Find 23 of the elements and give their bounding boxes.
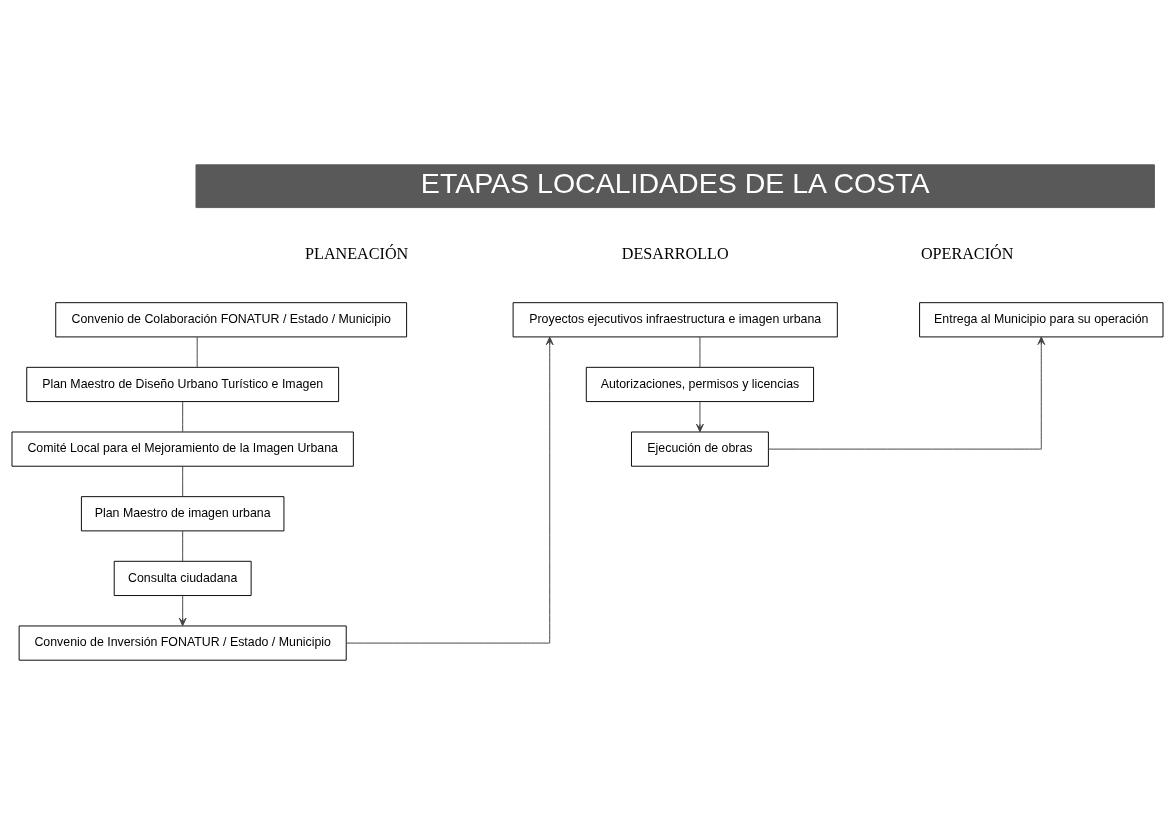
connector xyxy=(196,336,198,368)
connector xyxy=(182,465,184,497)
connector xyxy=(182,530,184,562)
connector xyxy=(182,401,184,433)
node-box: Convenio de Colaboración FONATUR / Estado / Municipio xyxy=(55,302,408,338)
node-box: Ejecución de obras xyxy=(631,431,769,467)
label: PLANEACIÓN xyxy=(305,245,409,263)
node-box: Plan Maestro de imagen urbana xyxy=(80,496,285,532)
node-box: Convenio de Inversión FONATUR / Estado / Municipio xyxy=(18,625,347,661)
node-box: Consulta ciudadana xyxy=(113,560,252,596)
node-box: Comité Local para el Mejoramiento de la Imagen Urbana xyxy=(11,431,354,467)
label: OPERACIÓN xyxy=(920,245,1014,263)
node-box: Autorizaciones, permisos y licencias xyxy=(585,366,815,403)
arrow xyxy=(178,595,187,627)
arrow xyxy=(696,401,704,433)
diagram-title: ETAPAS LOCALIDADES DE LA COSTA xyxy=(420,167,930,200)
connector xyxy=(699,336,701,368)
node-box: Entrega al Municipio para su operación xyxy=(919,302,1164,338)
label: DESARROLLO xyxy=(621,245,729,263)
node-box: Proyectos ejecutivos infraestructura e imagen urbana xyxy=(512,302,838,338)
node-box: Plan Maestro de Diseño Urbano Turístico e Imagen xyxy=(26,366,340,403)
arrow xyxy=(768,336,1046,450)
arrow xyxy=(345,336,554,644)
